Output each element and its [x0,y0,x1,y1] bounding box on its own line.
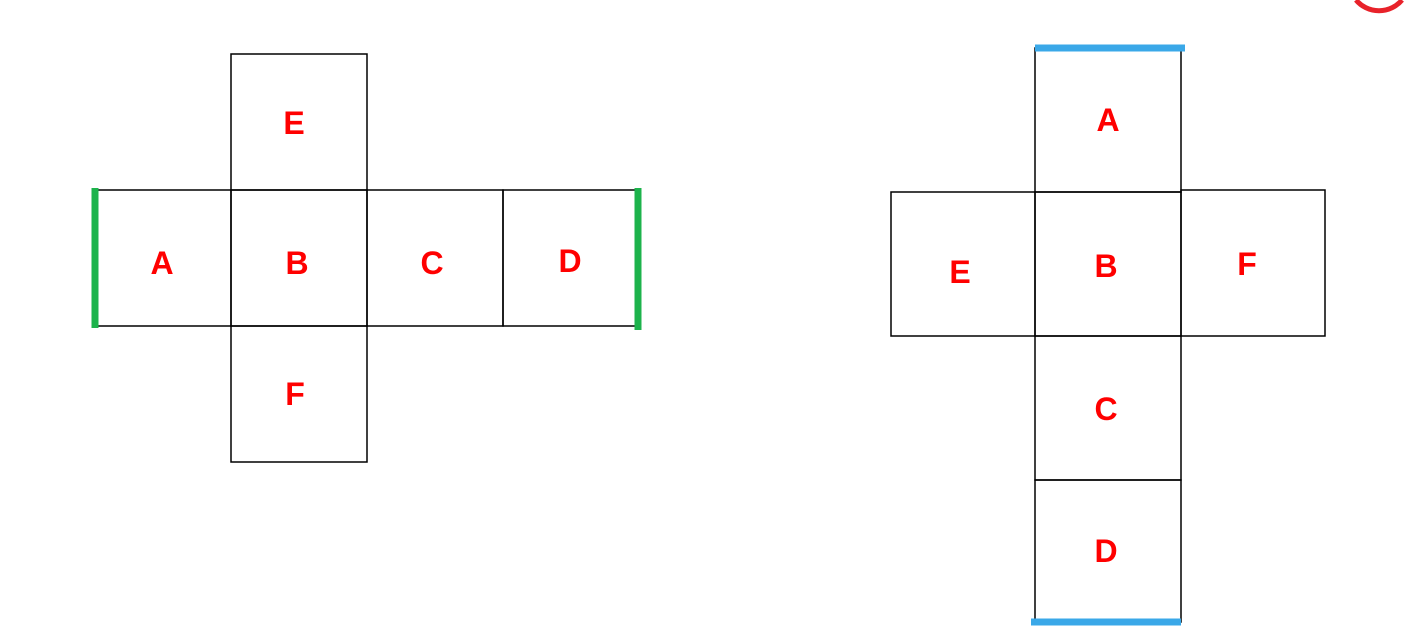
face-label-left-f: F [285,376,305,412]
corner-circle-mark [1354,0,1404,14]
face-label-left-a: A [150,245,173,281]
face-square-left-f [230,325,368,463]
left-cube-net: E A B C D F [91,53,642,463]
face-square-right-f [1180,189,1326,337]
face-label-left-c: C [420,245,443,281]
face-label-left-e: E [283,105,304,141]
face-label-left-b: B [285,245,308,281]
face-label-right-c: C [1094,391,1117,427]
face-label-right-b: B [1094,248,1117,284]
face-label-right-f: F [1237,246,1257,282]
face-label-right-d: D [1094,533,1117,569]
face-label-right-a: A [1096,102,1119,138]
face-label-right-e: E [949,254,970,290]
face-label-left-d: D [558,243,581,279]
right-cube-net: A E B F C D [890,44,1326,626]
